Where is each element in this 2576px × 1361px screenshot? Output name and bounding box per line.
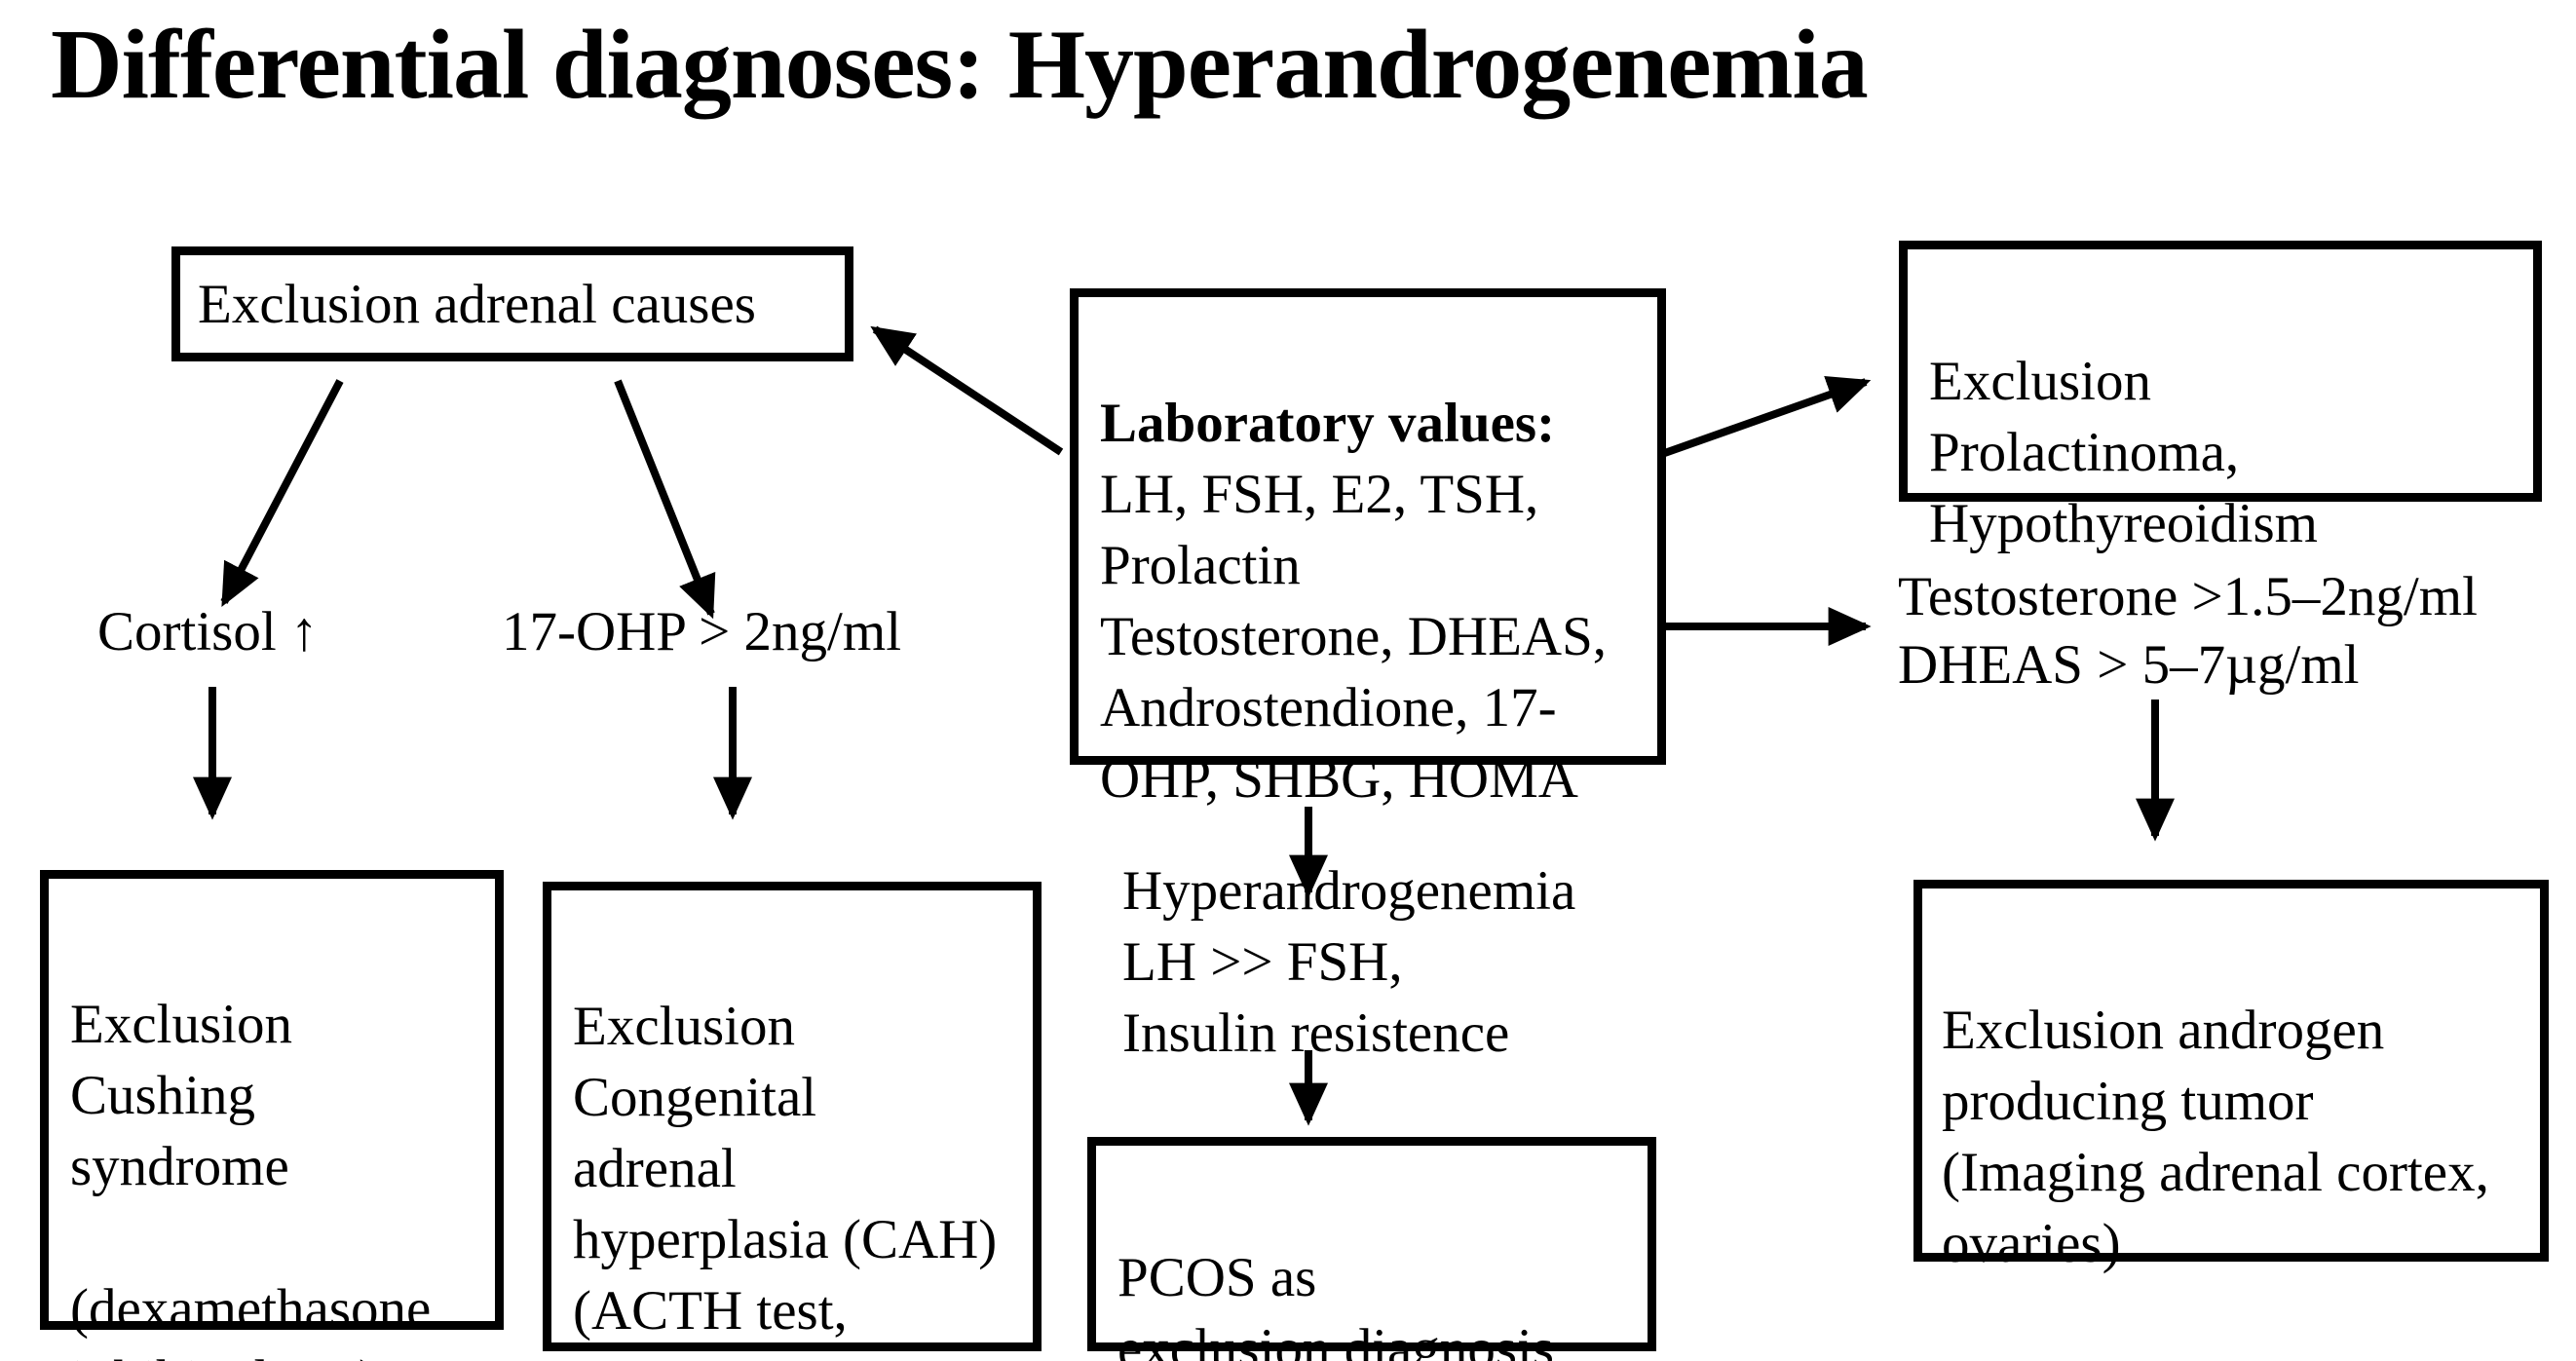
- arrow-lab-to-prolactinoma: [1657, 375, 1872, 459]
- label-cortisol-elevated: Cortisol ↑: [97, 601, 319, 662]
- box-exclusion-androgen-tumor-label: Exclusion androgen producing tumor (Imag…: [1942, 1000, 2489, 1274]
- laboratory-values-list: LH, FSH, E2, TSH, Prolactin Testosterone…: [1100, 464, 1608, 810]
- box-exclusion-adrenal-causes: Exclusion adrenal causes: [171, 246, 853, 361]
- box-exclusion-prolactinoma-label: Exclusion Prolactinoma, Hypothyreoidism: [1929, 351, 2318, 554]
- box-exclusion-cah-label: Exclusion Congenital adrenal hyperplasia…: [573, 996, 998, 1361]
- box-exclusion-adrenal-causes-label: Exclusion adrenal causes: [198, 273, 756, 335]
- label-hyperandrogenemia-findings: Hyperandrogenemia LH >> FSH, Insulin res…: [1122, 860, 1576, 1064]
- box-pcos-exclusion-diagnosis-label: PCOS as exclusion diagnosis: [1118, 1247, 1555, 1361]
- arrow-lab-to-adrenal: [870, 325, 1064, 456]
- page-title: Differential diagnoses: Hyperandrogenemi…: [51, 10, 1869, 120]
- box-exclusion-cushing-syndrome: Exclusion Cushing syndrome (dexamethason…: [40, 870, 504, 1361]
- box-exclusion-cah: Exclusion Congenital adrenal hyperplasia…: [543, 882, 1042, 1361]
- box-exclusion-androgen-tumor: Exclusion androgen producing tumor (Imag…: [1913, 880, 2549, 1274]
- label-testosterone-dheas-thresholds: Testosterone >1.5–2ng/ml DHEAS > 5–7µg/m…: [1898, 566, 2478, 696]
- box-exclusion-cushing-syndrome-label: Exclusion Cushing syndrome (dexamethason…: [70, 994, 432, 1361]
- box-laboratory-values: Laboratory values: LH, FSH, E2, TSH, Pro…: [1070, 288, 1666, 810]
- box-pcos-exclusion-diagnosis: PCOS as exclusion diagnosis: [1087, 1137, 1656, 1361]
- label-17ohp-threshold: 17-OHP > 2ng/ml: [502, 601, 902, 662]
- arrow-adrenal-to-cortisol: [220, 379, 344, 607]
- arrow-adrenal-to-ohp: [614, 379, 716, 620]
- box-exclusion-prolactinoma: Exclusion Prolactinoma, Hypothyreoidism: [1899, 241, 2542, 554]
- laboratory-values-heading: Laboratory values:: [1100, 393, 1556, 454]
